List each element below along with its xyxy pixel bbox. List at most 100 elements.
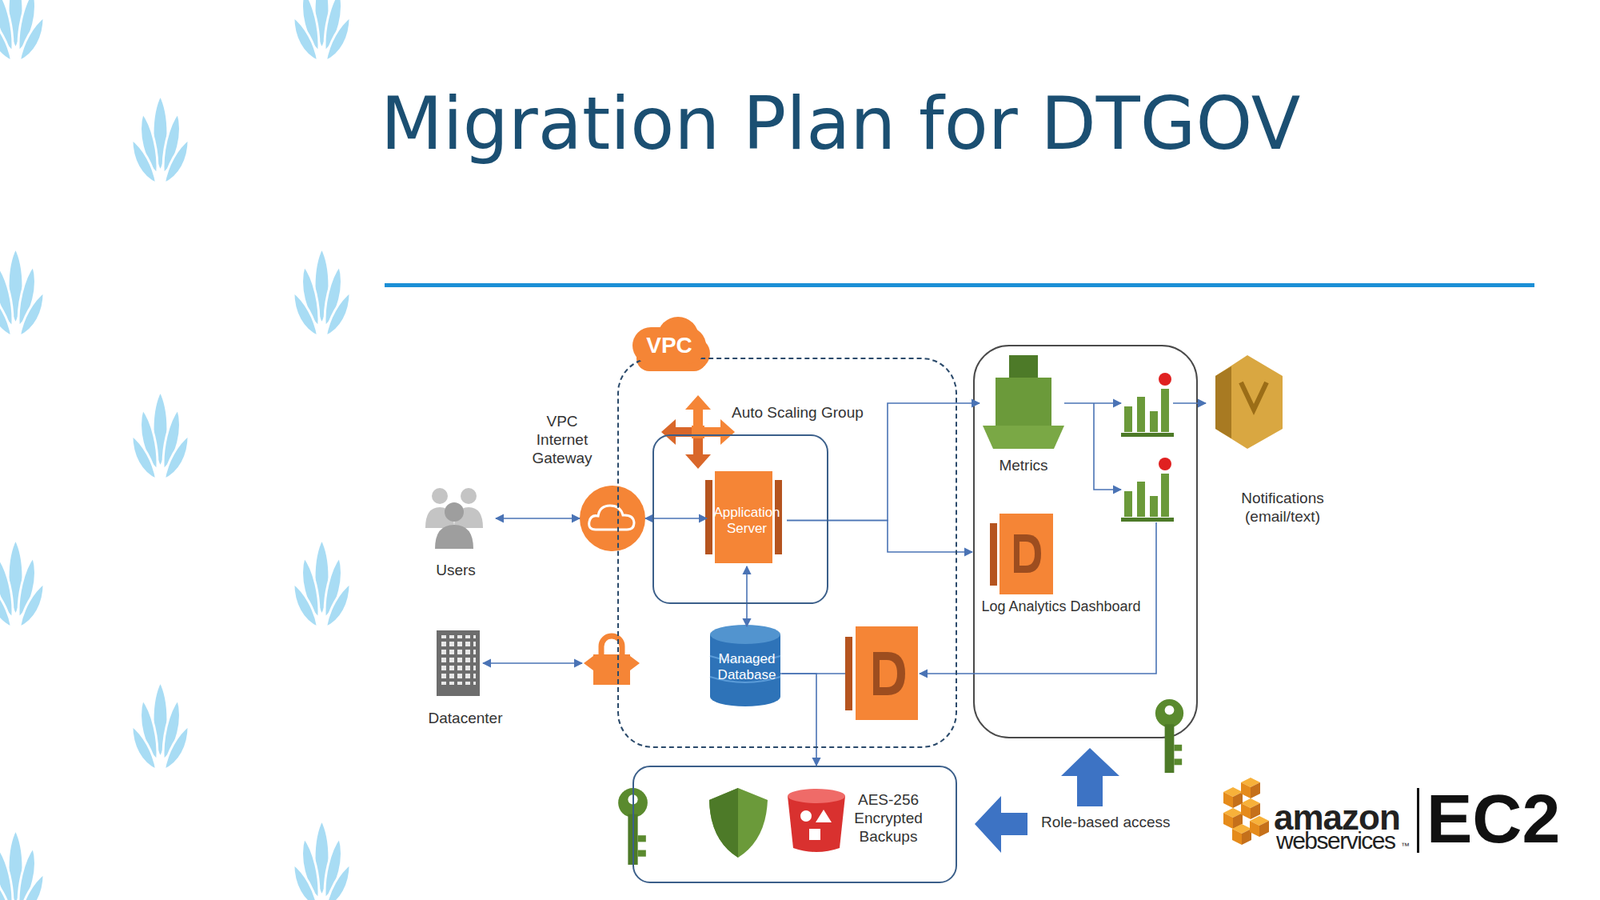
aws-logo [1223, 777, 1420, 853]
database-icon [710, 686, 781, 707]
gateway-node: VPC Internet Gateway [579, 485, 646, 551]
alarm-icon [1124, 490, 1133, 517]
log-dashboard-icon [999, 513, 1054, 595]
flow-arrow [1093, 402, 1122, 490]
vpn-gateway-icon [583, 635, 640, 685]
logo-text: webservices [1276, 828, 1396, 853]
alarm-icon [1158, 457, 1172, 471]
shield-icon [709, 787, 739, 858]
node-label: VPC [632, 327, 707, 364]
key-icon [1155, 698, 1184, 773]
datacenter-icon [436, 630, 480, 696]
aws-logo [1223, 786, 1243, 808]
notification-icon [1215, 366, 1232, 439]
aws-logo [1232, 823, 1252, 845]
aws-logo [1416, 787, 1420, 853]
bucket-icon [815, 809, 832, 822]
alarm-icon [1161, 388, 1170, 432]
connector [495, 517, 580, 519]
leaf-decoration [293, 0, 351, 62]
slide-title: Migration Plan for DTGOV [380, 82, 1301, 166]
note-label: Role-based access [1041, 813, 1171, 830]
shield-icon [709, 787, 768, 858]
metrics-icon [982, 425, 1065, 449]
logo-mark: ™ [1400, 841, 1410, 850]
notification-icon [1215, 355, 1283, 449]
alarm-icon [1121, 432, 1174, 437]
node-label: Users [415, 561, 496, 580]
auto-scaling-icon [691, 425, 705, 439]
leaf-decoration [131, 391, 189, 480]
notifications-node: Notifications (email/text) [1231, 483, 1334, 532]
database-icon [710, 624, 781, 644]
leaf-decoration [0, 538, 44, 628]
alarm-icon [1137, 396, 1146, 432]
auto-scaling-group: Auto Scaling GroupApplication Server [652, 434, 829, 604]
database-icon [710, 624, 781, 707]
flow-arrow [482, 662, 583, 664]
node-label: Application Server [708, 503, 786, 537]
log-dashboard-icon [989, 522, 998, 586]
leaf-decoration [131, 95, 189, 184]
alarm-icon [1161, 473, 1170, 517]
flow-arrow [482, 402, 1206, 674]
block-arrow [1061, 747, 1120, 806]
node-label: Datacenter [423, 709, 507, 728]
bucket-icon [800, 809, 812, 822]
notification-icon [1240, 382, 1267, 410]
auto-scaling-icon [685, 438, 711, 469]
notification-icon [1215, 355, 1283, 449]
bucket-icon [787, 795, 846, 852]
gateway-circle [579, 485, 646, 551]
leaf-decoration [0, 0, 351, 900]
monitoring-box [973, 345, 1198, 738]
log-dashboard-node: Log Analytics Dashboard [972, 511, 1150, 616]
users-icon [431, 487, 448, 504]
auto-scaling-icon [704, 418, 735, 445]
lambda-icon [845, 626, 918, 720]
flow-arrow [1173, 402, 1206, 404]
lambda-icon [879, 659, 898, 687]
metrics-node: Metrics [979, 355, 1068, 475]
datacenter-node: Datacenter [423, 627, 507, 728]
lambda-icon [845, 636, 853, 711]
auto-scaling-icon [661, 395, 735, 469]
users-icon [425, 487, 483, 549]
bucket-icon [809, 828, 821, 840]
users-icon [434, 524, 474, 549]
aws-logo [1240, 777, 1261, 799]
connector [782, 673, 817, 766]
users-icon [460, 487, 477, 504]
datacenter-icon [436, 630, 480, 696]
connector [786, 520, 973, 553]
alarm-icon [1124, 406, 1133, 432]
node-label: Metrics [979, 456, 1068, 475]
connector [746, 566, 748, 627]
vpc-region: VPCAuto Scaling GroupApplication ServerM… [617, 357, 958, 748]
leaf-decoration [0, 829, 44, 900]
flow-arrow [1064, 402, 1122, 404]
bucket-icon [787, 788, 846, 803]
log-dashboard-icon [989, 513, 1054, 595]
logo-text: EC2 [1426, 783, 1561, 853]
shield-icon [709, 787, 768, 858]
title-rule [384, 283, 1535, 288]
alarm-icon [1137, 481, 1146, 517]
alarm-icon [1121, 372, 1174, 437]
vpn-gateway-icon [593, 654, 631, 685]
vpn-gateway-icon [630, 655, 640, 671]
leaf-decoration [0, 247, 44, 337]
vpn-gateway-icon [601, 635, 623, 655]
aws-logo [1240, 798, 1261, 819]
users-icon [444, 502, 464, 522]
log-dashboard-icon [1013, 534, 1042, 573]
leaf-decoration [293, 819, 351, 900]
alarm-icon [1121, 517, 1174, 522]
lambda-icon [873, 651, 906, 695]
alarm-icon [1149, 495, 1158, 517]
alarm-icon [1149, 410, 1158, 432]
server-icon [705, 479, 713, 555]
vpn-gateway-icon [583, 655, 594, 671]
bucket-icon [787, 788, 846, 852]
